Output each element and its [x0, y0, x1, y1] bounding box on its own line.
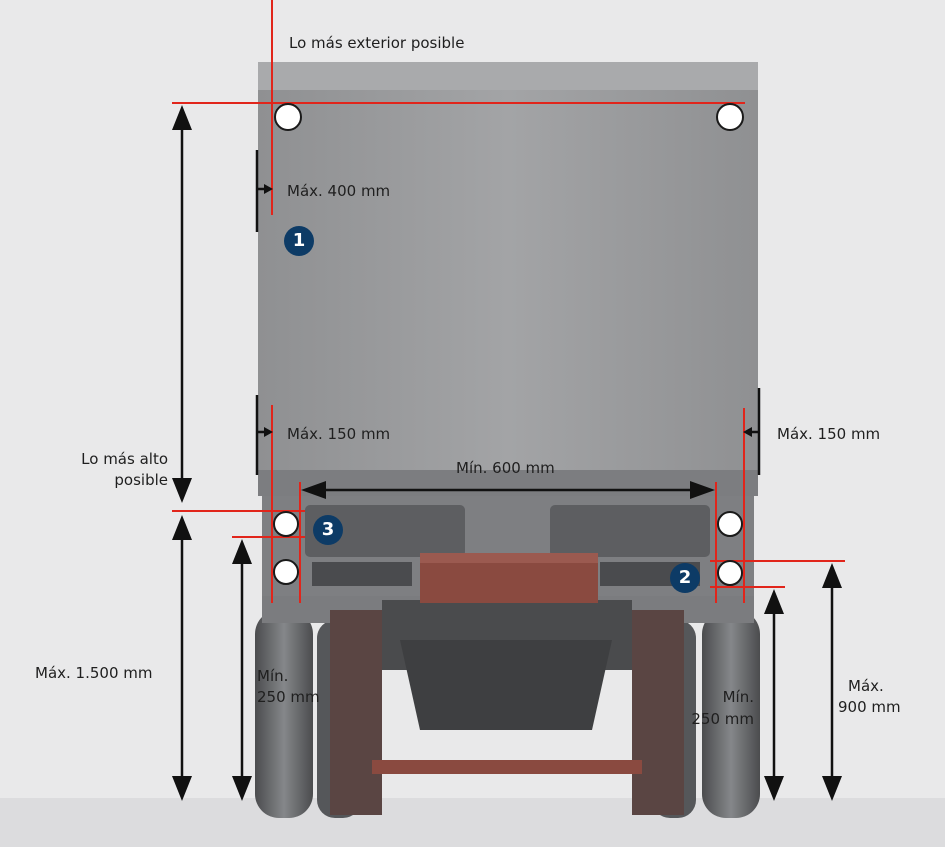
- label-max-150-right: Máx. 150 mm: [777, 425, 881, 443]
- label-min-250-right-line2: 250 mm: [691, 710, 754, 728]
- label-max-900-line1: Máx.: [848, 677, 884, 695]
- label-min-600: Mín. 600 mm: [456, 459, 555, 477]
- badge-3: 3: [313, 515, 343, 545]
- marker-light-mid-right: [717, 511, 743, 537]
- marker-lights: [273, 103, 744, 586]
- label-max-1500: Máx. 1.500 mm: [35, 664, 153, 682]
- label-highest-line1: Lo más alto: [81, 450, 168, 468]
- label-min-250-left-line2: 250 mm: [257, 688, 320, 706]
- dimension-arrows: [172, 105, 842, 801]
- label-max-900-line2: 900 mm: [838, 698, 901, 716]
- guide-lines: [172, 0, 845, 603]
- label-highest-line2: posible: [114, 471, 168, 489]
- ground: [0, 798, 945, 847]
- badge-2: 2: [670, 563, 700, 593]
- label-min-250-left-line1: Mín.: [257, 667, 289, 685]
- marker-light-top-left: [274, 103, 302, 131]
- chassis: [262, 595, 754, 815]
- trailer-body: [258, 62, 758, 490]
- label-min-250-right-line1: Mín.: [722, 688, 754, 706]
- marker-light-low-left: [273, 559, 299, 585]
- label-max-150-left: Máx. 150 mm: [287, 425, 391, 443]
- marker-light-low-right: [717, 560, 743, 586]
- marker-light-top-right: [716, 103, 744, 131]
- marker-light-mid-left: [273, 511, 299, 537]
- label-outermost: Lo más exterior posible: [289, 34, 465, 52]
- badge-1: 1: [284, 226, 314, 256]
- label-max-400: Máx. 400 mm: [287, 182, 391, 200]
